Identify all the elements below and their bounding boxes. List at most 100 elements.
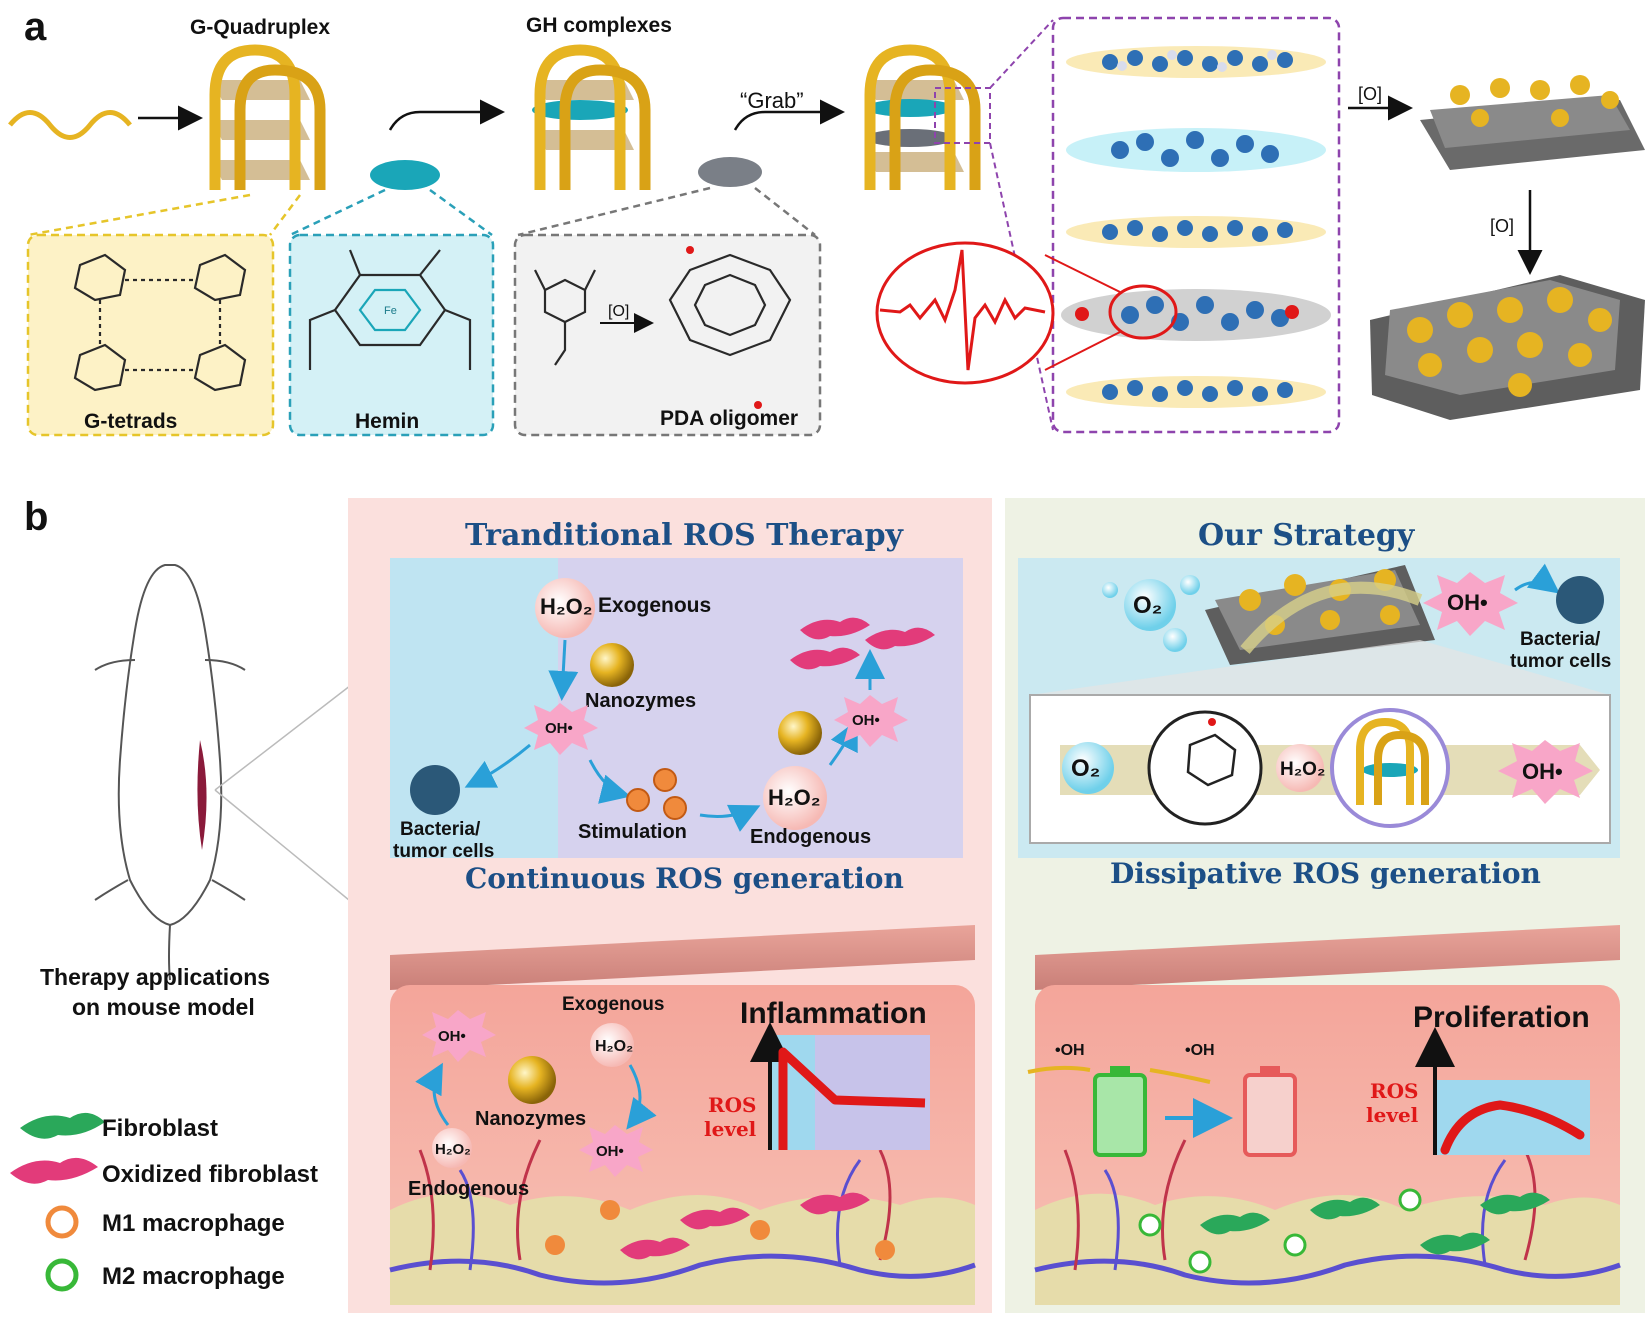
gh-complexes-title: GH complexes [526, 14, 672, 37]
mouse-connector-top [214, 681, 356, 791]
stimulation-label: Stimulation [578, 821, 687, 843]
tissue-h2o2-endogenous: H₂O₂ [435, 1141, 471, 1158]
grab-label: “Grab” [740, 88, 804, 113]
arrow-add-hemin [388, 99, 505, 131]
h2o2-exogenous-bubble [535, 578, 595, 638]
dissipative-generation-subtitle: Dissipative ROS generation [1110, 857, 1541, 890]
zoom-line-bottom [989, 142, 1054, 431]
gh-pda-complex-structure [864, 44, 981, 190]
bacteria-right-line1: Bacteria/ [1520, 629, 1601, 650]
pda-sheet-large [1370, 275, 1645, 420]
catechol-radical-dot [1208, 718, 1216, 726]
h2o2-endogenous-label: H₂O₂ [768, 785, 821, 810]
pda-oligomer-caption: PDA oligomer [660, 407, 798, 430]
oh-burst-mechanism [1498, 740, 1593, 804]
tissue-block-right [1034, 925, 1621, 1305]
o2-small-bubble-1 [1102, 582, 1118, 598]
legend-oxidized-fibroblast: Oxidized fibroblast [102, 1161, 318, 1188]
o2-small-bubble-3 [1163, 628, 1187, 652]
oh-burst-tissue-bottom [579, 1125, 653, 1177]
panel-a: a G-Quadruplex GH complexes “Grab” [8, 5, 1645, 437]
g-tetrads-box: G-tetrads [26, 233, 275, 437]
nanozymes-label: Nanozymes [585, 690, 696, 712]
h2o2-exogenous-label: H₂O₂ [540, 594, 593, 619]
continuous-generation-subtitle: Continuous ROS generation [465, 862, 904, 895]
hemin-caption: Hemin [355, 410, 419, 433]
pda-catechol-circle [1147, 710, 1263, 826]
panel-a-letter: a [24, 5, 47, 49]
bacteria-left-line2: tumor cells [393, 841, 494, 862]
bacteria-cell-left [410, 765, 460, 815]
tissue-right-oh-right: •OH [1185, 1042, 1215, 1059]
epr-signal-lens [875, 241, 1121, 385]
oh-spark-right [1149, 1068, 1211, 1084]
mouse-caption-line1: Therapy applications [40, 964, 270, 990]
hemin-fe-atom: Fe [384, 305, 397, 317]
pda-oligomer-disk [698, 157, 762, 187]
o2-bubble-mechanism [1062, 742, 1114, 794]
mouse-connector-bottom [214, 789, 356, 906]
hemin-disk [370, 160, 440, 190]
ros-right-line2: level [1366, 1103, 1419, 1127]
connector-gq [27, 193, 251, 237]
ros-right-line1: ROS [1370, 1079, 1419, 1103]
legend-m2: M2 macrophage [102, 1263, 285, 1290]
hemin-box: Fe Hemin [288, 233, 495, 437]
bacteria-left-line1: Bacteria/ [400, 819, 481, 840]
traditional-lavender-zone [558, 558, 963, 858]
o2-small-bubble-2 [1180, 575, 1200, 595]
gh-complex-structure [532, 44, 651, 190]
strategy-o2-mechanism: O₂ [1071, 755, 1100, 782]
stacked-layers-zoom-box [1051, 16, 1341, 434]
mouse-caption-line2: on mouse model [72, 994, 255, 1020]
ros-left-line1: ROS [708, 1093, 757, 1117]
proliferation-label: Proliferation [1413, 1001, 1590, 1034]
tissue-right-oh-left: •OH [1055, 1042, 1085, 1059]
legend-fibroblast-icon [20, 1112, 105, 1139]
ros-left-line2: level [704, 1117, 757, 1141]
nanozyme-sphere-top [590, 643, 634, 687]
bacteria-cell-right [1556, 576, 1604, 624]
oh-radical-left-label: OH• [545, 720, 573, 737]
strategy-o2-top: O₂ [1133, 592, 1162, 619]
battery-full [1093, 1066, 1147, 1157]
pda-sheet-small [1420, 75, 1645, 170]
h2o2-bubble-mechanism [1276, 744, 1324, 792]
g-quadruplex-structure [209, 44, 326, 190]
oh-radical-right-label: OH• [852, 712, 880, 729]
zoom-line-top [989, 19, 1054, 89]
oh-burst-right [834, 695, 908, 747]
connector-gq-2 [269, 194, 301, 236]
m1-macrophage-cluster [626, 768, 687, 820]
strategy-oh-top: OH• [1447, 590, 1488, 615]
oxidation-label-1: [O] [1358, 84, 1382, 104]
arrow-oh-to-stimulation [588, 759, 631, 804]
bacteria-right-line2: tumor cells [1510, 651, 1611, 672]
tissue-left-cells [545, 1192, 895, 1260]
oxidized-fibroblasts-top [790, 617, 935, 670]
nanozyme-sphere-right [778, 711, 822, 755]
exogenous-label: Exogenous [598, 594, 711, 617]
traditional-blue-zone [390, 558, 558, 858]
catechol-ring [1186, 733, 1237, 787]
connector-pda-2 [754, 187, 816, 236]
o2-bubble-top [1124, 579, 1176, 631]
traditional-title: Tranditional ROS Therapy [465, 518, 905, 553]
strategy-h2o2: H₂O₂ [1280, 759, 1325, 780]
legend: Fibroblast Oxidized fibroblast M1 macrop… [10, 1112, 318, 1292]
arrow-tissue-endogenous-up [415, 1062, 450, 1126]
h2o2-endogenous-bubble [763, 766, 827, 830]
arrow-oh-to-bacteria [464, 743, 531, 788]
g-quadruplex-title: G-Quadruplex [190, 16, 330, 39]
legend-m1-icon [45, 1205, 79, 1239]
tissue-nanozyme [508, 1056, 556, 1104]
connector-hemin [289, 188, 386, 237]
oh-burst-strategy-top [1423, 572, 1518, 636]
tissue-right-cells [1138, 1188, 1550, 1274]
oh-burst-tissue-top [422, 1010, 496, 1062]
tissue-h2o2-bubble [590, 1023, 634, 1067]
legend-oxidized-fibroblast-icon [10, 1157, 98, 1184]
dna-strand-wave [8, 110, 132, 140]
endogenous-label: Endogenous [750, 826, 871, 848]
arrow-grab [733, 99, 845, 131]
